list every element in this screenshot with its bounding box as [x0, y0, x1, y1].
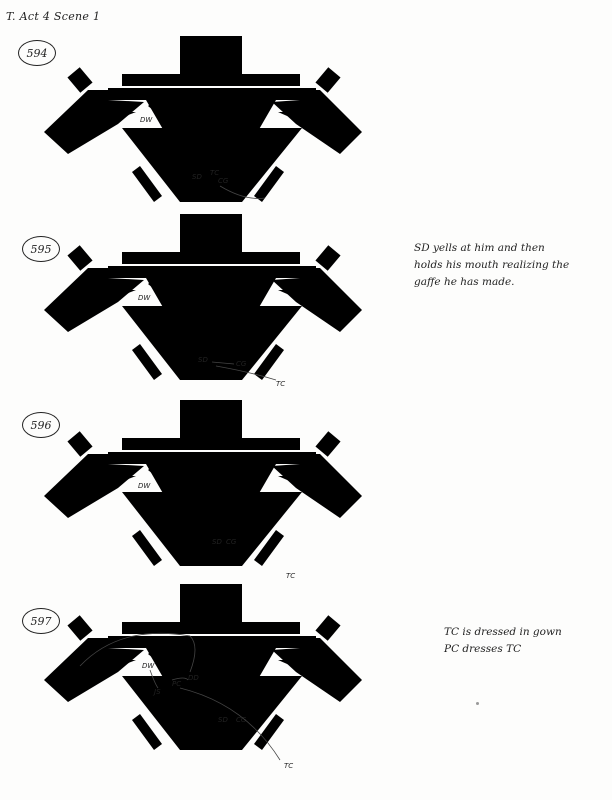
- stage-plan-594: SD TC CG DW: [44, 36, 362, 202]
- actor-label: DD: [188, 674, 199, 682]
- actor-label: CG: [236, 360, 247, 368]
- actor-label: DW: [138, 294, 151, 302]
- movement-arrow: [215, 365, 277, 381]
- note-line: TC is dressed in gown: [444, 626, 562, 638]
- stage-note: TC is dressed in gown PC dresses TC: [444, 624, 562, 658]
- stage-note: SD yells at him and then holds his mouth…: [414, 240, 569, 291]
- movement-arrow: [171, 677, 189, 681]
- actor-label: TC: [210, 169, 219, 177]
- movement-arrow: [179, 687, 281, 761]
- actor-label: TC: [286, 572, 295, 580]
- actor-label: PC: [172, 680, 181, 688]
- note-line: gaffe he has made.: [414, 276, 515, 288]
- actor-label: CG: [236, 716, 247, 724]
- actor-label: TC: [284, 762, 293, 770]
- actor-label: JS: [152, 688, 161, 696]
- actor-label: DW: [138, 482, 151, 490]
- movement-arrow: [79, 632, 196, 673]
- note-line: holds his mouth realizing the: [414, 259, 570, 271]
- actor-label: TC: [276, 380, 285, 388]
- diagram-number: 597: [22, 608, 60, 634]
- stage-plan-597: SD CG TC JS PC DD DW: [44, 584, 362, 770]
- actor-label: SD: [192, 173, 202, 181]
- stage-plan-596: SD CG TC DW: [44, 400, 362, 580]
- diagram-number: 596: [22, 412, 60, 438]
- diagram-number: 594: [18, 40, 56, 66]
- page-header: T. Act 4 Scene 1: [6, 10, 101, 23]
- note-line: SD yells at him and then: [414, 242, 545, 254]
- movement-arrow: [219, 185, 266, 199]
- movement-arrow: [149, 669, 159, 689]
- actor-label: SD: [198, 356, 208, 364]
- actor-label: CG: [226, 538, 237, 546]
- actor-label: DW: [140, 116, 153, 124]
- actor-label: CG: [218, 177, 229, 185]
- actor-label: DW: [142, 662, 155, 670]
- stray-mark: [476, 702, 479, 705]
- note-line: PC dresses TC: [444, 643, 522, 655]
- actor-label: SD: [218, 716, 228, 724]
- stage-plan-595: SD CG TC DW: [44, 214, 362, 388]
- diagram-number: 595: [22, 236, 60, 262]
- actor-label: SD: [212, 538, 222, 546]
- movement-arrow: [211, 361, 235, 365]
